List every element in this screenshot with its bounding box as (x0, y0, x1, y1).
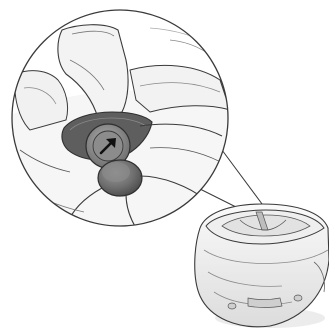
helmet-vent (248, 298, 282, 308)
helmet-illustration (195, 204, 329, 328)
speaker-knob (98, 160, 142, 196)
detail-callout (0, 10, 240, 240)
